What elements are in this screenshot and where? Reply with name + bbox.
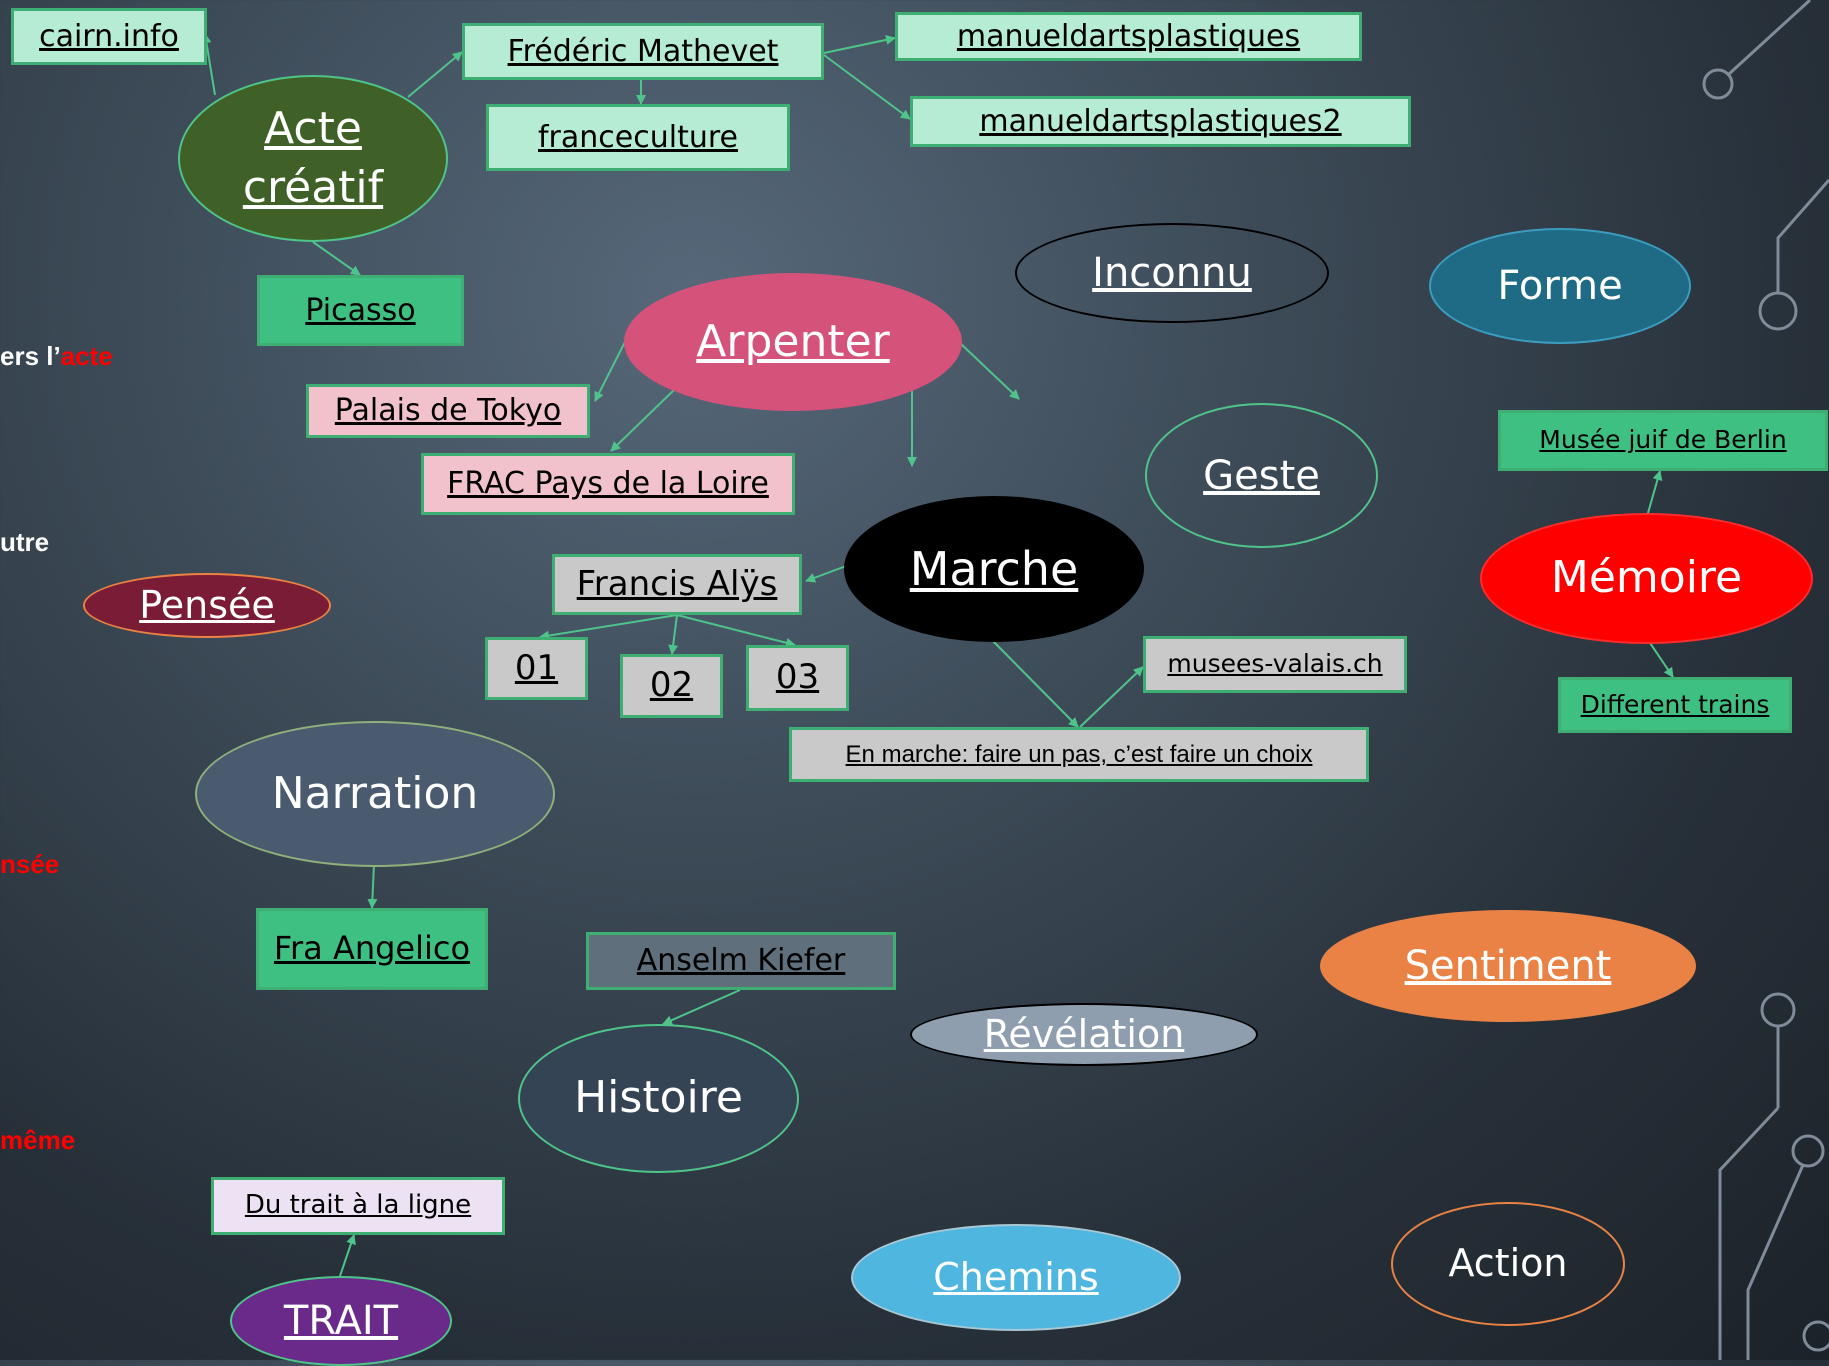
link-francis-alys[interactable]: Francis Alÿs bbox=[552, 554, 802, 615]
edge-text-4: même bbox=[0, 1125, 76, 1155]
acte-creatif-line2: créatif bbox=[242, 161, 384, 213]
arrow-alys-to-02 bbox=[668, 614, 679, 655]
edge-text-2: utre bbox=[0, 527, 50, 557]
node-pensee[interactable]: Pensée bbox=[83, 573, 331, 638]
node-marche[interactable]: Marche bbox=[844, 496, 1144, 642]
node-action: Action bbox=[1391, 1202, 1625, 1326]
arrow-kiefer-to-histoire bbox=[662, 989, 741, 1025]
node-histoire: Histoire bbox=[518, 1024, 799, 1173]
node-chemins[interactable]: Chemins bbox=[851, 1224, 1181, 1331]
arrow-alys-to-03 bbox=[676, 614, 796, 648]
arrow-marche-to-alys bbox=[805, 565, 847, 583]
node-trait[interactable]: TRAIT bbox=[230, 1276, 452, 1366]
node-revelation[interactable]: Révélation bbox=[910, 1003, 1258, 1066]
arrow-mathevet-to-manuel2 bbox=[823, 54, 911, 120]
link-fra-angelico[interactable]: Fra Angelico bbox=[256, 908, 488, 990]
arrow-arpenter-to-palais bbox=[594, 337, 628, 402]
link-video-01[interactable]: 01 bbox=[485, 637, 588, 700]
arrow-memoire-to-trains bbox=[1647, 639, 1674, 678]
arrow-narration-to-angelico bbox=[367, 863, 378, 909]
node-geste[interactable]: Geste bbox=[1145, 403, 1378, 548]
arrow-arpenter-to-right bbox=[959, 342, 1020, 400]
link-du-trait-a-la-ligne[interactable]: Du trait à la ligne bbox=[211, 1177, 505, 1235]
link-video-03[interactable]: 03 bbox=[746, 645, 849, 711]
arrow-acte-to-mathevet bbox=[407, 51, 463, 98]
arrow-memoire-to-museejuif bbox=[1647, 470, 1663, 514]
circuit-decoration bbox=[1702, 0, 1829, 1360]
arrow-trait-to-trait-ligne bbox=[339, 1234, 356, 1277]
arrow-acte-to-picasso bbox=[312, 241, 361, 276]
arrow-enmarche-to-valais bbox=[1079, 666, 1144, 728]
node-forme: Forme bbox=[1429, 228, 1691, 344]
node-memoire: Mémoire bbox=[1480, 513, 1813, 644]
link-anselm-kiefer[interactable]: Anselm Kiefer bbox=[586, 932, 896, 990]
link-palais-de-tokyo[interactable]: Palais de Tokyo bbox=[306, 384, 590, 438]
link-en-marche[interactable]: En marche: faire un pas, c’est faire un … bbox=[789, 727, 1369, 782]
link-franceculture[interactable]: franceculture bbox=[486, 104, 790, 171]
node-acte-creatif[interactable]: Acte créatif bbox=[178, 75, 448, 242]
acte-creatif-line1: Acte bbox=[264, 103, 362, 155]
arrow-alys-to-01 bbox=[539, 614, 678, 641]
link-different-trains[interactable]: Different trains bbox=[1558, 677, 1792, 733]
arrow-marche-to-enmarche bbox=[991, 639, 1079, 728]
link-manueldartsplastiques[interactable]: manueldartsplastiques bbox=[895, 12, 1362, 61]
edge-text-1: ers l’acte bbox=[0, 341, 113, 371]
link-musees-valais[interactable]: musees-valais.ch bbox=[1143, 636, 1407, 693]
link-video-02[interactable]: 02 bbox=[620, 654, 723, 718]
node-sentiment[interactable]: Sentiment bbox=[1320, 910, 1696, 1022]
node-narration: Narration bbox=[195, 721, 555, 867]
link-musee-juif-de-berlin[interactable]: Musée juif de Berlin bbox=[1498, 410, 1828, 471]
link-picasso[interactable]: Picasso bbox=[257, 275, 464, 346]
link-frederic-mathevet[interactable]: Frédéric Mathevet bbox=[462, 23, 824, 80]
link-cairn-info[interactable]: cairn.info bbox=[11, 8, 207, 65]
link-manueldartsplastiques2[interactable]: manueldartsplastiques2 bbox=[910, 96, 1411, 147]
node-arpenter[interactable]: Arpenter bbox=[624, 273, 962, 411]
link-frac-pays-de-la-loire[interactable]: FRAC Pays de la Loire bbox=[421, 453, 795, 515]
node-inconnu[interactable]: Inconnu bbox=[1015, 223, 1329, 323]
arrow-arpenter-to-frac bbox=[610, 389, 675, 452]
arrow-mathevet-to-manuel1 bbox=[823, 34, 896, 54]
edge-text-3: nsée bbox=[0, 849, 60, 879]
